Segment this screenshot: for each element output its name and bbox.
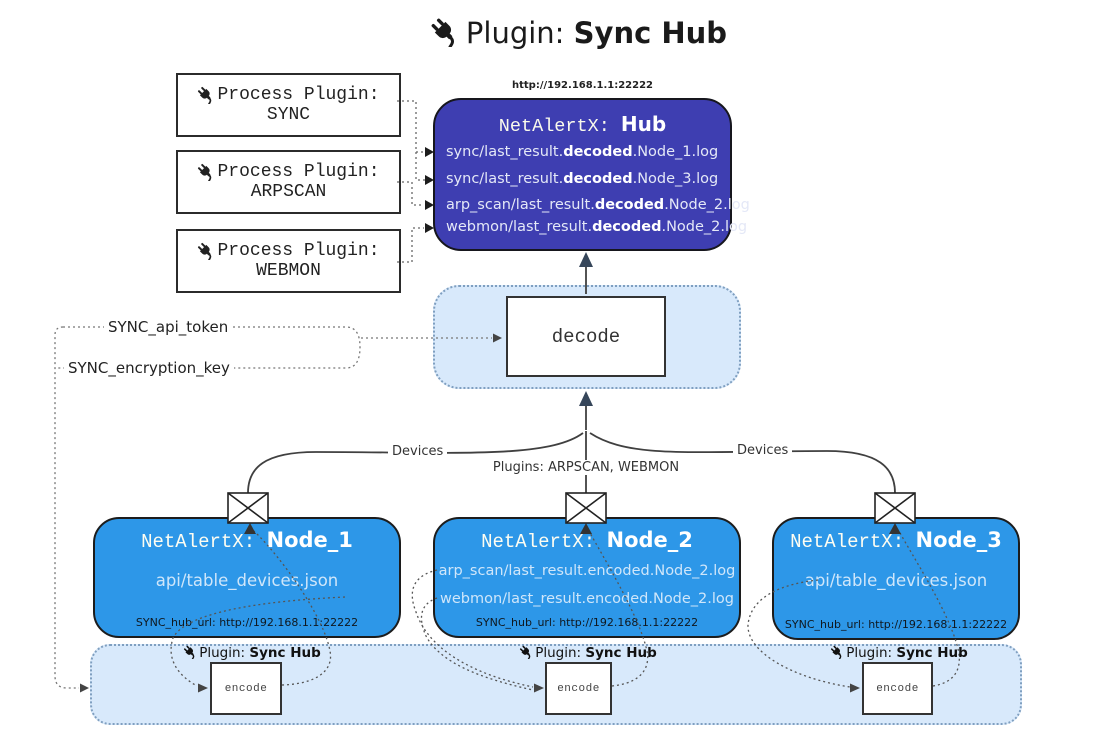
plug-icon — [427, 15, 462, 49]
node-file: api/table_devices.json — [155, 571, 339, 590]
plug-icon — [182, 644, 198, 660]
plug-icon — [829, 644, 845, 660]
sync-api-token-label: SYNC_api_token — [104, 318, 233, 336]
edge-label-plugins: Plugins: ARPSCAN, WEBMON — [488, 460, 684, 475]
node-hub-url: SYNC_hub_url: http://192.168.1.1:22222 — [475, 616, 699, 629]
hub-title: NetAlertX: Hub — [498, 112, 667, 137]
plug-icon — [197, 163, 216, 181]
arrowhead-up — [579, 252, 593, 267]
node-title: NetAlertX: Node_1 — [141, 528, 353, 553]
hub-url-label: http://192.168.1.1:22222 — [512, 80, 653, 91]
arrowhead-up — [579, 391, 593, 406]
edge-label-devices-left: Devices — [388, 444, 448, 459]
hub-log-line: arp_scan/last_result.decoded.Node_2.log — [446, 197, 750, 213]
encode-plugin-label: Plugin: Sync Hub — [518, 644, 657, 661]
encode-box: encode — [545, 662, 612, 715]
process-plugin-label: Process Plugin: — [217, 162, 380, 182]
process-plugin-name: SYNC — [266, 105, 311, 125]
edge-label-devices-right: Devices — [733, 443, 793, 458]
node-box-node-2: NetAlertX: Node_2 arp_scan/last_result.e… — [433, 517, 741, 638]
plug-icon — [197, 86, 216, 104]
plug-icon — [518, 644, 534, 660]
process-plugin-name: ARPSCAN — [250, 182, 327, 202]
page-title-name: Sync Hub — [573, 16, 728, 50]
node-hub-url: SYNC_hub_url: http://192.168.1.1:22222 — [135, 616, 359, 629]
node-file: arp_scan/last_result.encoded.Node_2.log — [438, 563, 736, 579]
process-plugin-box-sync: Process Plugin: SYNC — [176, 73, 401, 137]
decode-box: decode — [506, 296, 666, 377]
hub-log-line: webmon/last_result.decoded.Node_2.log — [446, 219, 748, 235]
hub-log-line: sync/last_result.decoded.Node_1.log — [446, 144, 719, 160]
process-plugin-label: Process Plugin: — [217, 241, 380, 261]
arrowhead-right — [80, 683, 89, 693]
process-plugin-box-arpscan: Process Plugin: ARPSCAN — [176, 150, 401, 214]
process-plugin-box-webmon: Process Plugin: WEBMON — [176, 229, 401, 293]
page-title-prefix: Plugin: — [465, 16, 574, 50]
page-title: Plugin: Sync Hub — [40, 15, 1117, 50]
plug-icon — [197, 242, 216, 260]
node-title: NetAlertX: Node_3 — [790, 528, 1002, 553]
encode-plugin-label: Plugin: Sync Hub — [829, 644, 968, 661]
encode-plugin-label: Plugin: Sync Hub — [182, 644, 321, 661]
node-title: NetAlertX: Node_2 — [481, 528, 693, 553]
hub-log-line: sync/last_result.decoded.Node_3.log — [446, 171, 719, 187]
node-file: webmon/last_result.encoded.Node_2.log — [439, 591, 734, 607]
encode-box: encode — [862, 662, 933, 715]
node-box-node-3: NetAlertX: Node_3 api/table_devices.json… — [772, 517, 1020, 640]
process-plugin-label: Process Plugin: — [217, 85, 380, 105]
sync-encryption-key-label: SYNC_encryption_key — [64, 359, 234, 377]
node-file: api/table_devices.json — [804, 571, 988, 590]
process-plugin-name: WEBMON — [256, 261, 321, 281]
node-box-node-1: NetAlertX: Node_1 api/table_devices.json… — [93, 517, 401, 638]
node-hub-url: SYNC_hub_url: http://192.168.1.1:22222 — [784, 618, 1008, 631]
edge-process-plugins-to-hub — [397, 100, 425, 263]
encode-box: encode — [210, 662, 282, 715]
hub-box: NetAlertX: Hub sync/last_result.decoded.… — [433, 98, 750, 251]
